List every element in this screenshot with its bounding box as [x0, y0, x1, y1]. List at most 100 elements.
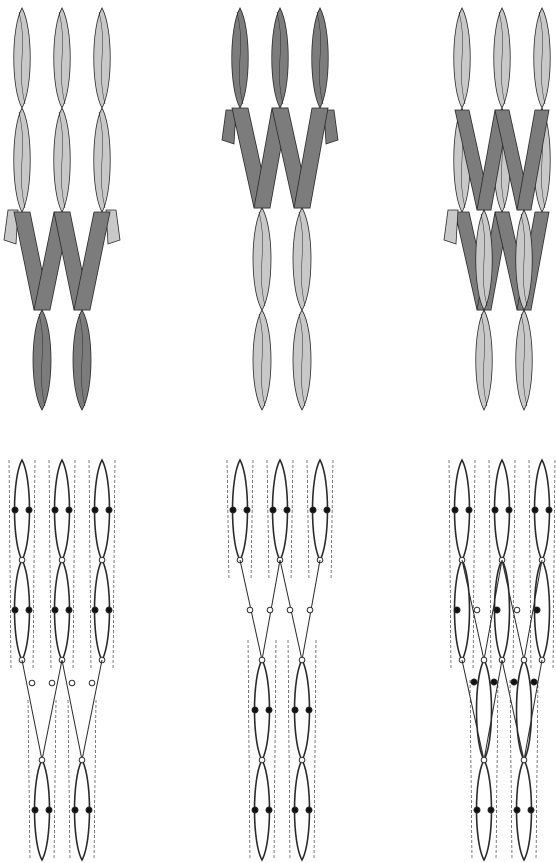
node-a1-l — [270, 507, 276, 513]
node-low1 — [79, 757, 85, 763]
strand-stub-left — [444, 210, 458, 244]
node-low0-l — [32, 807, 38, 813]
outline-low0 — [248, 640, 276, 860]
node-x0 — [29, 680, 35, 686]
outline-top1 — [489, 460, 515, 670]
node-low1-r — [306, 807, 312, 813]
node-mid1-r — [306, 707, 312, 713]
node-low1-l — [72, 807, 78, 813]
node-q1-r — [531, 679, 537, 685]
panel-top-right — [442, 0, 556, 420]
node-n0 — [259, 757, 265, 763]
node-x3 — [89, 680, 95, 686]
node-x2 — [69, 680, 75, 686]
schematic-bottom-middle — [222, 450, 362, 863]
node-low0 — [39, 757, 45, 763]
link-6 — [484, 660, 502, 760]
braid-top-left — [0, 0, 140, 420]
node-low1-r — [528, 807, 534, 813]
panel-bottom-left — [0, 450, 140, 863]
node-b1-r — [66, 607, 72, 613]
node-a1-r — [66, 507, 72, 513]
node-low0-l — [252, 807, 258, 813]
node-x0 — [454, 607, 460, 613]
node-m1 — [521, 657, 527, 663]
node-q0-r — [491, 679, 497, 685]
node-a0-l — [230, 507, 236, 513]
outline-top2 — [529, 460, 555, 670]
panel-top-left — [0, 0, 140, 420]
panel-top-middle — [222, 0, 362, 420]
node-x0 — [247, 607, 253, 613]
node-x3 — [307, 607, 313, 613]
node-m1 — [299, 657, 305, 663]
node-a0-l — [12, 507, 18, 513]
node-mid0-l — [252, 707, 258, 713]
node-a0-r — [466, 507, 472, 513]
outline-low0 — [28, 700, 56, 860]
link-2 — [42, 660, 62, 760]
node-a1-r — [506, 507, 512, 513]
outline-top1 — [49, 460, 75, 670]
node-n1 — [299, 757, 305, 763]
node-a2-r — [324, 507, 330, 513]
link-7 — [502, 660, 524, 760]
link-1 — [22, 660, 42, 760]
node-a2-l — [310, 507, 316, 513]
node-b1-l — [52, 607, 58, 613]
node-b0-r — [26, 607, 32, 613]
node-a2-l — [532, 507, 538, 513]
panel-bottom-right — [442, 450, 556, 863]
lens-mid0 — [477, 660, 492, 760]
node-x4 — [534, 607, 540, 613]
braid-top-middle — [222, 0, 362, 420]
node-m0 — [481, 657, 487, 663]
node-low0-l — [474, 807, 480, 813]
node-c2 — [99, 557, 105, 563]
node-x2 — [287, 607, 293, 613]
node-mid0-r — [266, 707, 272, 713]
schematic-bottom-left — [0, 450, 140, 863]
link-4 — [82, 660, 102, 760]
node-c0 — [19, 557, 25, 563]
node-x1 — [474, 607, 480, 613]
node-a1-l — [492, 507, 498, 513]
node-a1-l — [52, 507, 58, 513]
node-b2-l — [92, 607, 98, 613]
node-c1 — [59, 557, 65, 563]
schematic-bottom-right — [442, 450, 556, 863]
node-low0-r — [46, 807, 52, 813]
link-5 — [462, 660, 484, 760]
node-x1 — [267, 607, 273, 613]
link-8 — [524, 660, 542, 760]
node-m0 — [259, 657, 265, 663]
link-3 — [62, 660, 82, 760]
outline-top2 — [89, 460, 115, 670]
node-q1-l — [511, 679, 517, 685]
node-n1 — [521, 757, 527, 763]
braid-top-right — [442, 0, 556, 420]
panel-bottom-middle — [222, 450, 362, 863]
node-a2-l — [92, 507, 98, 513]
node-low1-r — [86, 807, 92, 813]
node-x1 — [49, 680, 55, 686]
outline-top0 — [449, 460, 475, 670]
node-x3 — [514, 607, 520, 613]
lens-mid1 — [517, 660, 532, 760]
outline-low1 — [68, 700, 96, 860]
node-a0-r — [244, 507, 250, 513]
node-n0 — [481, 757, 487, 763]
node-x2 — [494, 607, 500, 613]
outline-low1 — [288, 640, 316, 860]
node-a2-r — [106, 507, 112, 513]
node-low0-r — [488, 807, 494, 813]
node-b0-l — [12, 607, 18, 613]
node-low1-l — [292, 807, 298, 813]
node-q0-l — [471, 679, 477, 685]
node-a0-l — [452, 507, 458, 513]
node-a0-r — [26, 507, 32, 513]
node-b2-r — [106, 607, 112, 613]
node-mid1-l — [292, 707, 298, 713]
node-low0-r — [266, 807, 272, 813]
